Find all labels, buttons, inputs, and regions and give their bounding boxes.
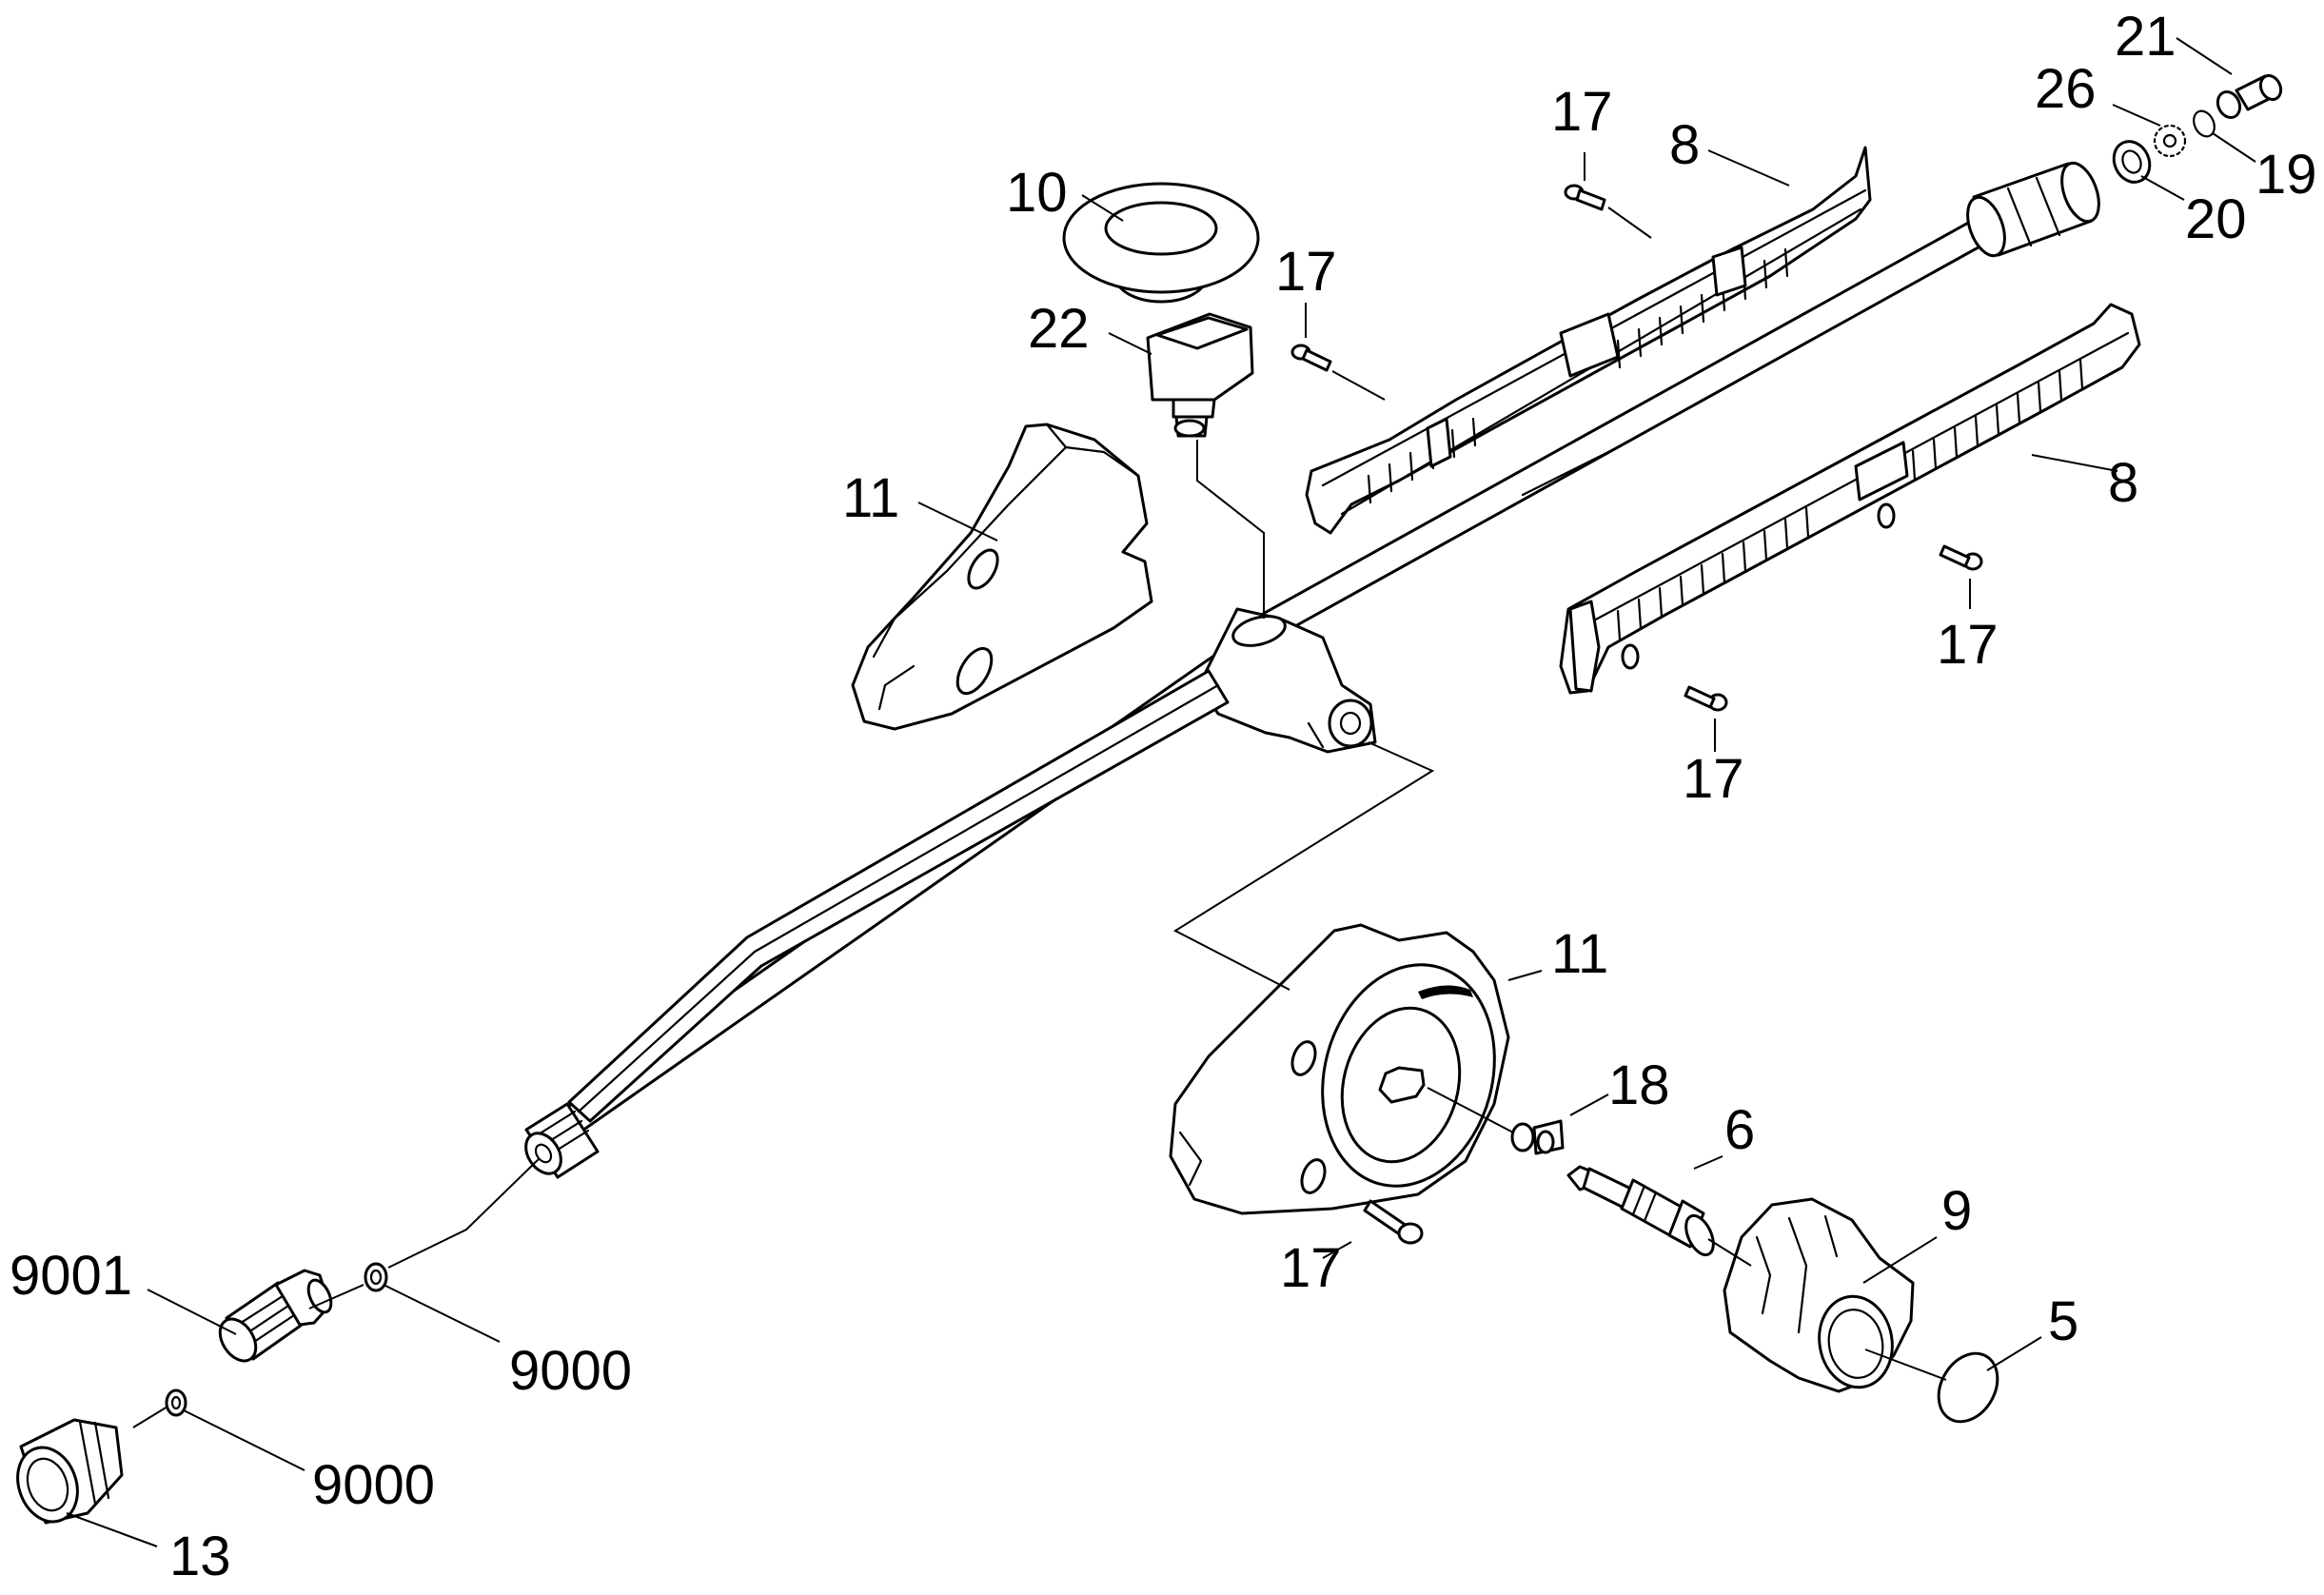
part-20-ring <box>2112 140 2152 184</box>
part-8-right-handle-shell <box>1559 303 2141 695</box>
part-19-o-ring <box>2193 109 2216 138</box>
part-9000-o-ring-upper <box>364 1262 388 1292</box>
lance-top-nut <box>1966 161 2100 258</box>
part-9000-o-ring-lower <box>165 1388 187 1417</box>
t-joint-block <box>1197 607 1377 754</box>
part-17-screw-top <box>1564 184 1606 211</box>
part-26-nozzle-insert <box>2153 124 2187 158</box>
callout-6: 6 <box>1724 1099 1755 1161</box>
callout-18: 18 <box>1608 1054 1670 1116</box>
curved-hose-pipe <box>567 669 1230 1123</box>
callout-8-right: 8 <box>2108 452 2138 514</box>
callout-19: 19 <box>2255 144 2317 206</box>
leader-lines <box>66 37 2256 1547</box>
callout-17-right: 17 <box>1937 614 1999 676</box>
part-17-screw-mid <box>1290 344 1332 372</box>
part-11-upper-cover <box>851 423 1153 731</box>
part-9001-nipple <box>218 1269 333 1363</box>
callout-9000-upper: 9000 <box>509 1340 632 1402</box>
right-handle-slots <box>1616 358 2084 641</box>
part-21-nozzle-tip <box>2216 73 2283 120</box>
callout-22: 22 <box>1028 298 1090 360</box>
callout-11-lower: 11 <box>1551 923 1608 985</box>
callout-20: 20 <box>2185 188 2247 250</box>
callout-17-top: 17 <box>1551 81 1613 143</box>
callout-8-top: 8 <box>1669 114 1700 176</box>
part-8-top-handle-shell <box>1305 146 1872 535</box>
part-13-union-nut <box>16 1418 124 1525</box>
callout-21: 21 <box>2115 6 2176 68</box>
callout-5: 5 <box>2048 1290 2078 1352</box>
callout-13: 13 <box>169 1526 231 1587</box>
part-22-plug <box>1146 312 1254 438</box>
part-10-grommet <box>1062 182 1260 304</box>
callout-11-upper: 11 <box>842 467 899 529</box>
callout-26: 26 <box>2035 58 2097 120</box>
callout-9001: 9001 <box>10 1245 132 1307</box>
part-18-clip <box>1510 1119 1565 1155</box>
part-17-screw-bottom <box>1363 1199 1424 1245</box>
callout-10: 10 <box>1006 162 1068 224</box>
part-11-lower-cover <box>1169 923 1510 1215</box>
callout-labels: 21 26 19 20 17 8 10 17 22 11 8 17 17 11 … <box>10 6 2317 1587</box>
part-5-cap <box>1937 1351 1999 1424</box>
part-17-screw-right <box>1939 544 1983 571</box>
callout-17-lower: 17 <box>1683 748 1744 810</box>
part-6-adapter <box>1566 1165 1715 1257</box>
callout-9000-lower: 9000 <box>312 1454 435 1516</box>
callout-17-mid: 17 <box>1275 241 1337 303</box>
callout-17-bottom: 17 <box>1280 1237 1342 1299</box>
part-9-knob <box>1723 1197 1915 1393</box>
callout-9: 9 <box>1941 1180 1972 1242</box>
part-17-screw-lower <box>1684 685 1728 712</box>
